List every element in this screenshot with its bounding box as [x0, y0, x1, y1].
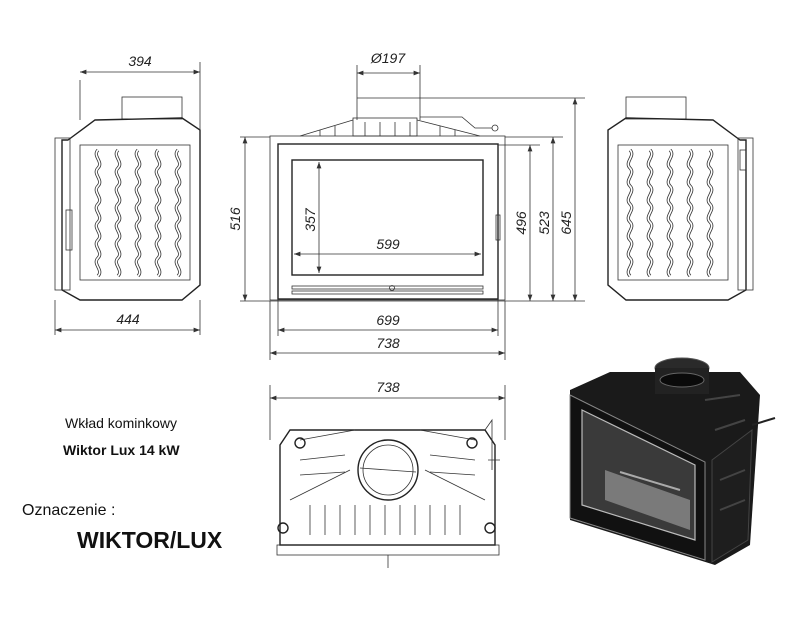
dim-body-width: 738	[376, 335, 400, 351]
front-view: Ø197 516 357 599 496 523 645 699 738	[227, 50, 585, 360]
dim-door-height: 496	[513, 211, 529, 235]
dim-body-height: 523	[536, 211, 552, 235]
designation-value: WIKTOR/LUX	[77, 527, 223, 553]
dim-glass-height: 357	[302, 207, 318, 232]
dim-side-depth-top: 394	[128, 53, 152, 69]
dim-glass-width: 599	[376, 236, 400, 252]
product-type-label: Wkład kominkowy	[65, 415, 178, 431]
product-name-label: Wiktor Lux 14 kW	[63, 442, 180, 458]
dim-flue-diameter: Ø197	[370, 50, 406, 66]
dim-total-height: 645	[558, 211, 574, 235]
side-view-right	[607, 96, 754, 301]
dim-side-depth-bottom: 444	[116, 311, 140, 327]
side-view-left: 394 444	[54, 53, 201, 335]
dim-front-height: 516	[227, 207, 243, 231]
designation-label: Oznaczenie :	[22, 502, 116, 519]
dim-door-width: 699	[376, 312, 400, 328]
top-view: 738	[269, 379, 506, 568]
dim-top-view-width: 738	[376, 379, 400, 395]
fireplace-3d-render	[569, 357, 776, 565]
